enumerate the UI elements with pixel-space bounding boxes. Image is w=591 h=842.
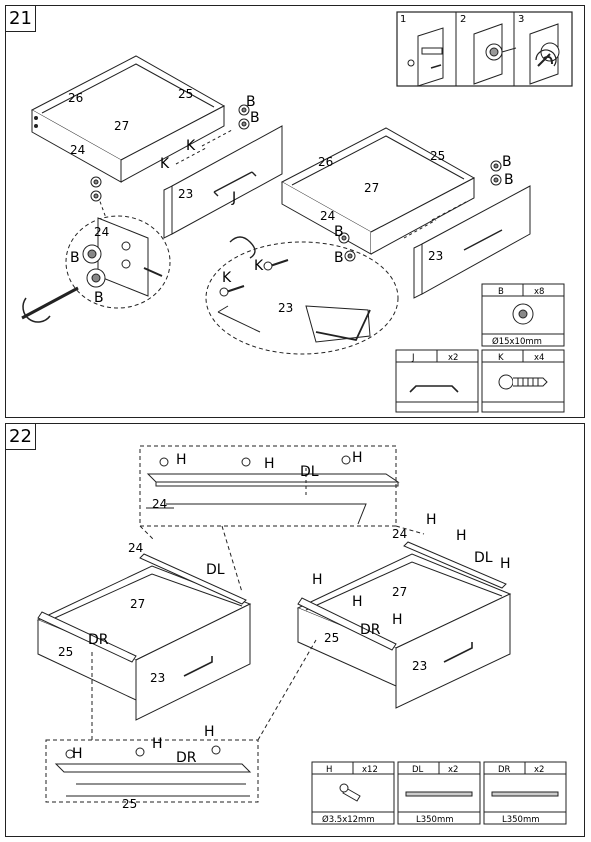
right-drawer-assembled: [296, 541, 512, 709]
parts-box-qty: x4: [534, 353, 544, 363]
part-26-label: 26: [68, 91, 83, 105]
parts-box-size: L350mm: [502, 815, 540, 825]
step-21-panel: 21 1 2 3: [5, 5, 585, 418]
hw-b-label: B: [504, 172, 514, 188]
parts-box-dr: DR x2 L350mm: [483, 761, 567, 825]
parts-box-letter: DR: [498, 765, 511, 775]
parts-box-size: L350mm: [416, 815, 454, 825]
hw-b-label: B: [250, 110, 260, 126]
parts-box-letter: J: [411, 353, 415, 363]
part-23-label: 23: [150, 671, 165, 685]
part-24-label-detail: 24: [152, 497, 167, 511]
hw-dl-label: DL: [300, 464, 319, 480]
part-25-label-detail: 25: [122, 797, 137, 811]
parts-box-h: H x12 Ø3.5x12mm: [311, 761, 395, 825]
parts-box-dl: DL x2 L350mm: [397, 761, 481, 825]
hw-h-label: H: [176, 452, 187, 468]
hw-k-label: K: [160, 156, 170, 172]
part-25-label: 25: [58, 645, 73, 659]
hw-dl-label: DL: [474, 550, 493, 566]
hw-j-label: J: [231, 190, 236, 206]
hw-dr-label: DR: [176, 750, 197, 766]
part-23-label: 23: [178, 187, 193, 201]
alignment-guides: [175, 129, 467, 239]
part-23-label-right: 23: [412, 659, 427, 673]
hw-dr-label: DR: [88, 632, 109, 648]
hw-b-label: B: [502, 154, 512, 170]
hw-b-label: B: [70, 250, 80, 266]
hw-h-label: H: [456, 528, 467, 544]
parts-box-qty: x8: [534, 287, 544, 297]
hw-h-label: H: [72, 746, 83, 762]
right-front-panel: [413, 185, 531, 299]
hw-h-label: H: [312, 572, 323, 588]
top-rail-detail: [139, 445, 400, 527]
inset-step-2: 2: [460, 14, 466, 25]
part-27-label: 27: [114, 119, 129, 133]
parts-box-b: B x8 Ø15x10mm: [481, 283, 565, 347]
hw-h-label: H: [264, 456, 275, 472]
hw-h-label: H: [352, 594, 363, 610]
part-24-label-right: 24: [392, 527, 407, 541]
parts-box-letter: DL: [412, 765, 424, 775]
hw-b-label: B: [334, 224, 344, 240]
hw-dr-label: DR: [360, 622, 381, 638]
hw-h-label: H: [352, 450, 363, 466]
part-27-label-right: 27: [364, 181, 379, 195]
left-detail-callout: [21, 195, 171, 323]
left-drawer-assembled: [36, 553, 252, 721]
hw-k-label: K: [222, 270, 232, 286]
hw-k-label: K: [254, 258, 264, 274]
step-21-illustration: 1 2 3: [21, 11, 573, 413]
part-25-label: 25: [178, 87, 193, 101]
hw-h-label: H: [392, 612, 403, 628]
step-22-panel: 22: [5, 423, 585, 837]
parts-box-qty: x2: [448, 765, 458, 775]
part-26-label-right: 26: [318, 155, 333, 169]
parts-box-qty: x12: [362, 765, 378, 775]
part-24-label-detail: 24: [94, 225, 109, 239]
hw-h-label: H: [204, 724, 215, 740]
parts-box-letter: B: [498, 287, 504, 297]
bottom-rail-detail: [45, 739, 259, 803]
left-drawer-box: [30, 55, 226, 183]
part-27-label: 27: [130, 597, 145, 611]
hw-b-label: B: [94, 290, 104, 306]
step-number: 22: [6, 424, 36, 450]
part-25-label-right: 25: [430, 149, 445, 163]
parts-box-k: K x4: [481, 349, 565, 413]
parts-box-size: Ø15x10mm: [492, 336, 542, 347]
hw-h-label: H: [426, 512, 437, 528]
part-23-label-right: 23: [428, 249, 443, 263]
right-detail-callout: [205, 236, 399, 355]
hw-h-label: H: [152, 736, 163, 752]
parts-box-qty: x2: [534, 765, 544, 775]
part-27-label-right: 27: [392, 585, 407, 599]
cam-fittings: [90, 104, 502, 262]
step-22-illustration: 24 24 24 27 27 25 25 23 23 25 H H H DL D…: [36, 445, 567, 825]
hw-k-label: K: [186, 138, 196, 154]
parts-box-letter: K: [498, 353, 504, 363]
part-24-label-right: 24: [320, 209, 335, 223]
hw-b-label: B: [334, 250, 344, 266]
left-front-panel: [163, 125, 283, 239]
callout-connectors: [91, 525, 425, 741]
parts-box-letter: H: [326, 765, 332, 775]
step-number: 21: [6, 6, 36, 32]
parts-box-j: J x2: [395, 349, 479, 413]
part-24-label: 24: [70, 143, 85, 157]
hw-h-label: H: [500, 556, 511, 572]
part-25-label-right: 25: [324, 631, 339, 645]
inset-step-1: 1: [400, 14, 406, 25]
part-23-label-detail: 23: [278, 301, 293, 315]
hw-b-label: B: [246, 94, 256, 110]
cam-lock-inset: 1 2 3: [396, 11, 573, 87]
part-24-label: 24: [128, 541, 143, 555]
hw-dl-label: DL: [206, 562, 225, 578]
inset-step-3: 3: [518, 14, 524, 25]
parts-box-qty: x2: [448, 353, 458, 363]
parts-box-size: Ø3.5x12mm: [322, 814, 375, 825]
